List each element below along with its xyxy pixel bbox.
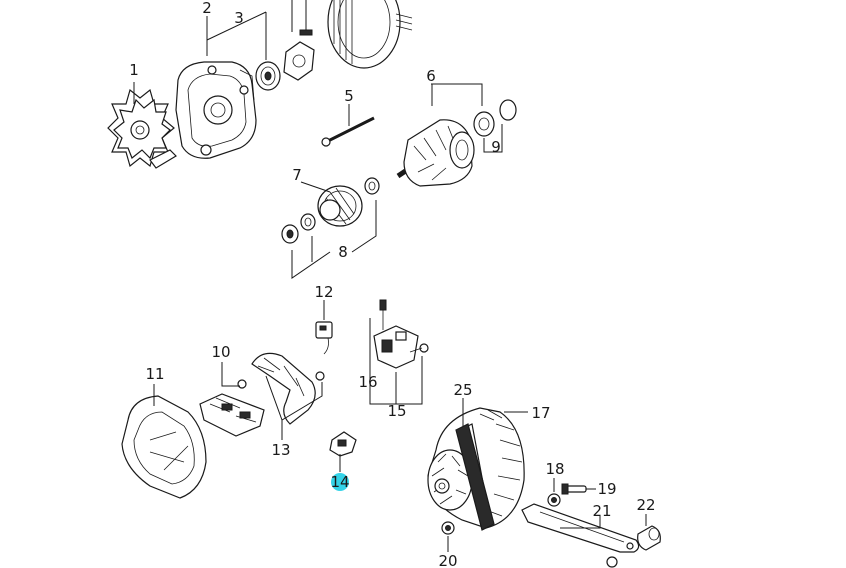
part-5-through-bolt[interactable] xyxy=(321,116,375,147)
part-6-rotor[interactable] xyxy=(396,119,475,187)
label-14: 14 xyxy=(330,473,349,491)
part-25-belt[interactable] xyxy=(455,423,495,531)
part-22-bushing[interactable] xyxy=(637,525,661,551)
part-14-clip[interactable] xyxy=(329,431,357,457)
part-9-ring[interactable] xyxy=(499,99,517,121)
label-16: 16 xyxy=(358,373,377,391)
label-3: 3 xyxy=(234,9,244,27)
label-5: 5 xyxy=(344,87,354,105)
part-3-bearing[interactable] xyxy=(255,61,281,91)
part-18-nut[interactable] xyxy=(547,493,561,507)
highlight-marker-14 xyxy=(331,473,349,491)
label-12: 12 xyxy=(314,283,333,301)
label-8: 8 xyxy=(338,243,348,261)
part-20-nut[interactable] xyxy=(441,521,455,535)
label-19: 19 xyxy=(597,480,616,498)
label-10: 10 xyxy=(211,343,230,361)
part-15-regulator[interactable] xyxy=(373,325,429,369)
part-19-bolt[interactable] xyxy=(561,483,587,495)
part-1-fan[interactable] xyxy=(107,88,177,169)
part-11-rear-cover[interactable] xyxy=(121,395,207,499)
label-1: 1 xyxy=(129,61,139,79)
part-7-pulley[interactable] xyxy=(317,185,363,227)
retainer-plate[interactable] xyxy=(283,41,315,81)
part-12-connector[interactable] xyxy=(315,321,333,355)
part-8-nut-washer-set[interactable] xyxy=(281,177,380,244)
label-21: 21 xyxy=(592,502,611,520)
part-10-diode-bridge[interactable] xyxy=(199,379,265,437)
label-25: 25 xyxy=(453,381,472,399)
label-11: 11 xyxy=(145,365,164,383)
label-9: 9 xyxy=(491,138,501,156)
label-6: 6 xyxy=(426,67,436,85)
label-15: 15 xyxy=(387,402,406,420)
label-20: 20 xyxy=(438,552,457,568)
label-2: 2 xyxy=(202,0,212,17)
part-16-brush[interactable] xyxy=(379,299,387,330)
part-21-adjusting-bracket[interactable] xyxy=(521,503,640,568)
label-18: 18 xyxy=(545,460,564,478)
rotor-bearing[interactable] xyxy=(473,111,495,137)
stator[interactable] xyxy=(327,0,413,69)
label-13: 13 xyxy=(271,441,290,459)
label-7: 7 xyxy=(292,166,302,184)
label-22: 22 xyxy=(636,496,655,514)
part-2-front-housing[interactable] xyxy=(175,61,257,159)
label-17: 17 xyxy=(531,404,550,422)
